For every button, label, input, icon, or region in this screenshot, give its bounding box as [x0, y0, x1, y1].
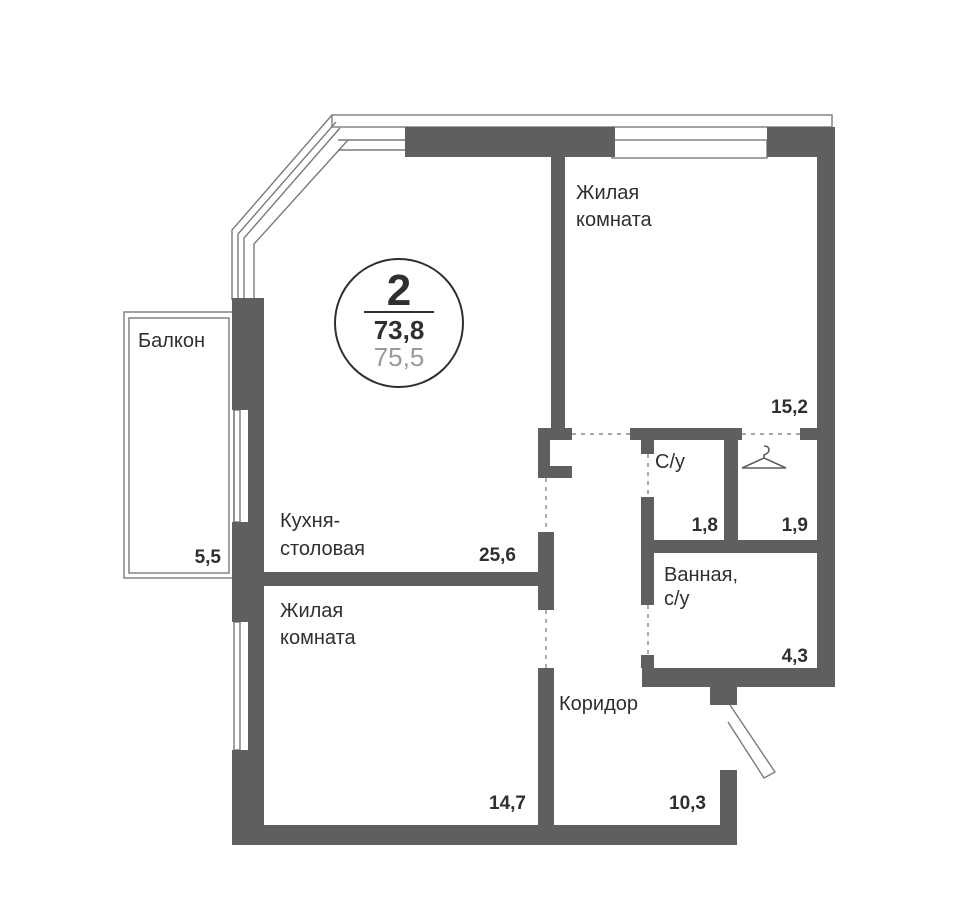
bedroom-top-area: 15,2: [771, 397, 808, 418]
bedroom-top-label-line2: комната: [576, 209, 653, 231]
kitchen-area: 25,6: [479, 545, 516, 566]
balcony-area: 5,5: [195, 547, 222, 568]
room-wardrobe: 1,9: [782, 515, 808, 536]
room-bedroom-bottom: Жилая комната 14,7: [280, 600, 526, 814]
bedroom-bottom-label-line1: Жилая: [280, 600, 343, 622]
balcony-label: Балкон: [138, 330, 205, 352]
corridor-area: 10,3: [669, 793, 706, 814]
room-bathroom: Ванная, с/у 4,3: [664, 564, 808, 667]
bedroom-bottom-label-line2: комната: [280, 627, 357, 649]
hanger-icon: [741, 445, 787, 469]
room-bedroom-top: Жилая комната 15,2: [576, 182, 808, 418]
bedroom-top-label-line1: Жилая: [576, 182, 639, 204]
bathroom-label-line1: Ванная,: [664, 564, 738, 586]
room-wc: С/у 1,8: [655, 451, 718, 536]
total-area-value: 75,5: [374, 342, 425, 372]
wc-label: С/у: [655, 451, 685, 473]
walls: [232, 127, 835, 845]
wc-area: 1,8: [692, 515, 718, 536]
room-corridor: Коридор 10,3: [559, 693, 706, 814]
living-area-value: 73,8: [374, 315, 425, 345]
bathroom-label-line2: с/у: [664, 588, 690, 610]
summary-badge: 2 73,8 75,5: [334, 258, 464, 388]
kitchen-label-line1: Кухня-: [280, 510, 340, 532]
corridor-label: Коридор: [559, 693, 638, 715]
rooms-count: 2: [387, 266, 411, 315]
wardrobe-area: 1,9: [782, 515, 808, 536]
room-balcony: Балкон 5,5: [138, 330, 221, 568]
doors: [545, 433, 800, 779]
kitchen-label-line2: столовая: [280, 538, 365, 560]
bedroom-bottom-area: 14,7: [489, 793, 526, 814]
room-kitchen: Кухня- столовая 25,6: [280, 510, 516, 566]
bathroom-area: 4,3: [782, 646, 808, 667]
